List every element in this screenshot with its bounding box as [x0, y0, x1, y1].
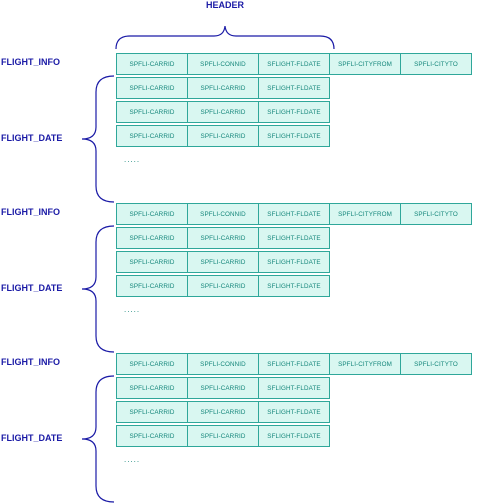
flight-date-label: FLIGHT_DATE	[1, 133, 63, 143]
field-cell: SFLIGHT-FLDATE	[258, 101, 330, 123]
field-cell: SPFLI-CARRID	[116, 275, 188, 297]
field-cell: SFLIGHT-FLDATE	[258, 425, 330, 447]
field-cell: SPFLI-CARRID	[187, 275, 259, 297]
field-cell: SPFLI-CARRID	[116, 425, 188, 447]
field-cell: SFLIGHT-FLDATE	[258, 251, 330, 273]
field-cell: SPFLI-CARRID	[116, 101, 188, 123]
field-cell: SFLIGHT-FLDATE	[258, 227, 330, 249]
field-cell: SPFLI-CITYFROM	[329, 353, 401, 375]
flight-date-label: FLIGHT_DATE	[1, 283, 63, 293]
field-cell: SPFLI-CONNID	[187, 353, 259, 375]
field-cell: SPFLI-CARRID	[187, 377, 259, 399]
flight-date-brace	[81, 375, 115, 503]
field-cell: SFLIGHT-FLDATE	[258, 275, 330, 297]
field-cell: SPFLI-CARRID	[116, 353, 188, 375]
field-cell: SFLIGHT-FLDATE	[258, 203, 330, 225]
flight-info-label: FLIGHT_INFO	[1, 57, 60, 67]
field-cell: SPFLI-CITYTO	[400, 53, 472, 75]
continuation-dots: .....	[124, 455, 141, 464]
field-cell: SPFLI-CARRID	[116, 251, 188, 273]
field-cell: SFLIGHT-FLDATE	[258, 377, 330, 399]
field-cell: SPFLI-CONNID	[187, 203, 259, 225]
field-cell: SPFLI-CARRID	[187, 251, 259, 273]
field-cell: SPFLI-CONNID	[187, 53, 259, 75]
continuation-dots: .....	[124, 155, 141, 164]
field-cell: SPFLI-CARRID	[116, 377, 188, 399]
field-cell: SPFLI-CARRID	[187, 101, 259, 123]
header-brace	[115, 25, 335, 50]
field-cell: SPFLI-CITYTO	[400, 353, 472, 375]
flight-info-label: FLIGHT_INFO	[1, 207, 60, 217]
flight-date-brace	[81, 225, 115, 353]
field-cell: SPFLI-CARRID	[187, 227, 259, 249]
header-label: HEADER	[205, 0, 244, 10]
field-cell: SFLIGHT-FLDATE	[258, 353, 330, 375]
flight-date-label: FLIGHT_DATE	[1, 433, 63, 443]
field-cell: SPFLI-CITYTO	[400, 203, 472, 225]
field-cell: SPFLI-CARRID	[116, 53, 188, 75]
field-cell: SFLIGHT-FLDATE	[258, 125, 330, 147]
field-cell: SPFLI-CARRID	[187, 77, 259, 99]
field-cell: SPFLI-CARRID	[116, 125, 188, 147]
flight-info-label: FLIGHT_INFO	[1, 357, 60, 367]
field-cell: SPFLI-CARRID	[187, 401, 259, 423]
field-cell: SPFLI-CITYFROM	[329, 203, 401, 225]
continuation-dots: .....	[124, 305, 141, 314]
flight-date-brace	[81, 75, 115, 203]
field-cell: SPFLI-CARRID	[116, 227, 188, 249]
field-cell: SPFLI-CARRID	[187, 125, 259, 147]
field-cell: SPFLI-CARRID	[116, 203, 188, 225]
field-cell: SPFLI-CARRID	[116, 401, 188, 423]
field-cell: SPFLI-CARRID	[116, 77, 188, 99]
field-cell: SPFLI-CITYFROM	[329, 53, 401, 75]
field-cell: SFLIGHT-FLDATE	[258, 401, 330, 423]
field-cell: SPFLI-CARRID	[187, 425, 259, 447]
field-cell: SFLIGHT-FLDATE	[258, 77, 330, 99]
field-cell: SFLIGHT-FLDATE	[258, 53, 330, 75]
